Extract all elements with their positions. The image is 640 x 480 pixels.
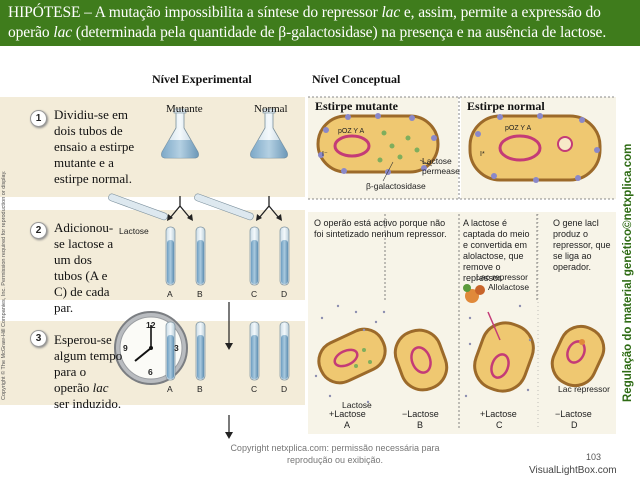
bacterium-result-b (393, 328, 449, 392)
bacterium-result-d (550, 324, 606, 388)
tube-letter-b: B (197, 384, 203, 394)
page-header: HIPÓTESE – A mutação impossibilita a sín… (0, 0, 640, 46)
condition-letter-a: A (344, 420, 351, 430)
lactose-dots (314, 304, 532, 404)
note-lactose-captured: A lactose é captada do meio e convertida… (463, 218, 530, 283)
mutant-flask (161, 108, 199, 159)
tube-letter-a: A (167, 384, 173, 394)
step-2-lactose-label: Lactose (119, 226, 149, 236)
step-3-number: 3 (30, 330, 47, 347)
lactose-pipettes (108, 193, 254, 221)
lactose-label-a: Lactose (342, 400, 372, 410)
header-text-1: HIPÓTESE – A mutação impossibilita a sín… (8, 4, 382, 21)
step-1-text: Dividiu-se em dois tubos de ensaio a est… (54, 107, 135, 186)
condition-letter-d: D (571, 420, 578, 430)
step-2-number: 2 (30, 222, 47, 239)
header-text-3: (determinada pela quantidade de β-galact… (72, 24, 607, 41)
lactose-permease-label: Lactose permease (422, 156, 460, 176)
condition-letter-c: C (496, 420, 503, 430)
condition-c: +Lactose (480, 409, 517, 419)
gene-label-mutant: pOZ Y A (338, 128, 365, 135)
i-star-label: I⁻ (322, 151, 328, 158)
bacterium-normal-strain (468, 113, 602, 183)
clock-number-6: 6 (148, 367, 153, 377)
step-2-text: Adicionou-se lactose a um dos tubos (A e… (54, 220, 114, 315)
clock-number-3: 3 (174, 343, 179, 353)
condition-d: −Lactose (555, 409, 592, 419)
step-3-text-2: ser induzido. (54, 396, 122, 411)
step-1-number: 1 (30, 110, 47, 127)
mutant-strain-title: Estirpe mutante (315, 99, 398, 113)
beta-gal-label: β-galactosidase (366, 181, 426, 191)
column-title-conceptual: Nível Conceptual (312, 72, 401, 86)
tube-letter-d: D (281, 384, 288, 394)
condition-b: −Lactose (402, 409, 439, 419)
vertical-brand: Regulação do material genético©netxplica… (622, 143, 634, 402)
note-operon-active: O operão está activo porque não foi sint… (314, 218, 447, 239)
clock-number-12: 12 (146, 320, 156, 330)
allolactose-label: Allolactose (488, 282, 530, 292)
watermark: VisualLightBox.com (529, 465, 617, 476)
column-title-experimental: Nível Experimental (152, 72, 252, 86)
condition-letter-b: B (417, 420, 424, 430)
i-plus-label: I* (480, 151, 485, 158)
header-lac-1: lac (381, 4, 401, 21)
normal-flask (250, 108, 288, 159)
tubes-step3 (165, 321, 290, 381)
lac-repressor-label-d: Lac repressor (558, 384, 610, 394)
bacterium-result-c (463, 284, 535, 393)
lac-repressor-label-c: Lac repressor (476, 272, 528, 282)
note-repressor-binds: O gene lacI produz o repressor, que se l… (553, 218, 611, 272)
header-lac-2: lac (53, 24, 72, 41)
normal-label: Normal (254, 103, 288, 115)
clock-number-9: 9 (123, 343, 128, 353)
footer-copyright: Copyright netxplica.com: permissão neces… (230, 443, 440, 465)
condition-a: +Lactose (329, 409, 366, 419)
normal-strain-title: Estirpe normal (467, 99, 545, 113)
tube-letter-d: D (281, 289, 288, 299)
page-number: 103 (586, 452, 602, 462)
tubes-step2 (165, 226, 290, 286)
tube-letter-b: B (197, 289, 203, 299)
mutant-label: Mutante (166, 103, 203, 115)
step-3-text-1: Esperou-se algum tempo para o operão (54, 332, 123, 395)
gene-label-normal: pOZ Y A (505, 125, 532, 132)
step-3-lac: lac (92, 380, 109, 395)
vertical-copyright: Copyright © The McGraw-Hill Companies, I… (1, 170, 7, 400)
tube-letter-c: C (251, 289, 258, 299)
tube-letter-a: A (167, 289, 173, 299)
tube-letter-c: C (251, 384, 258, 394)
cell-results (308, 212, 616, 434)
bacterium-result-a (317, 327, 387, 385)
header-text-2: e, assim, permite a expressão do operão (8, 4, 601, 41)
bacterium-mutant-strain (316, 113, 440, 175)
step-3-text: Esperou-se algum tempo para o operão lac… (54, 332, 124, 412)
split-arrows (169, 196, 280, 219)
